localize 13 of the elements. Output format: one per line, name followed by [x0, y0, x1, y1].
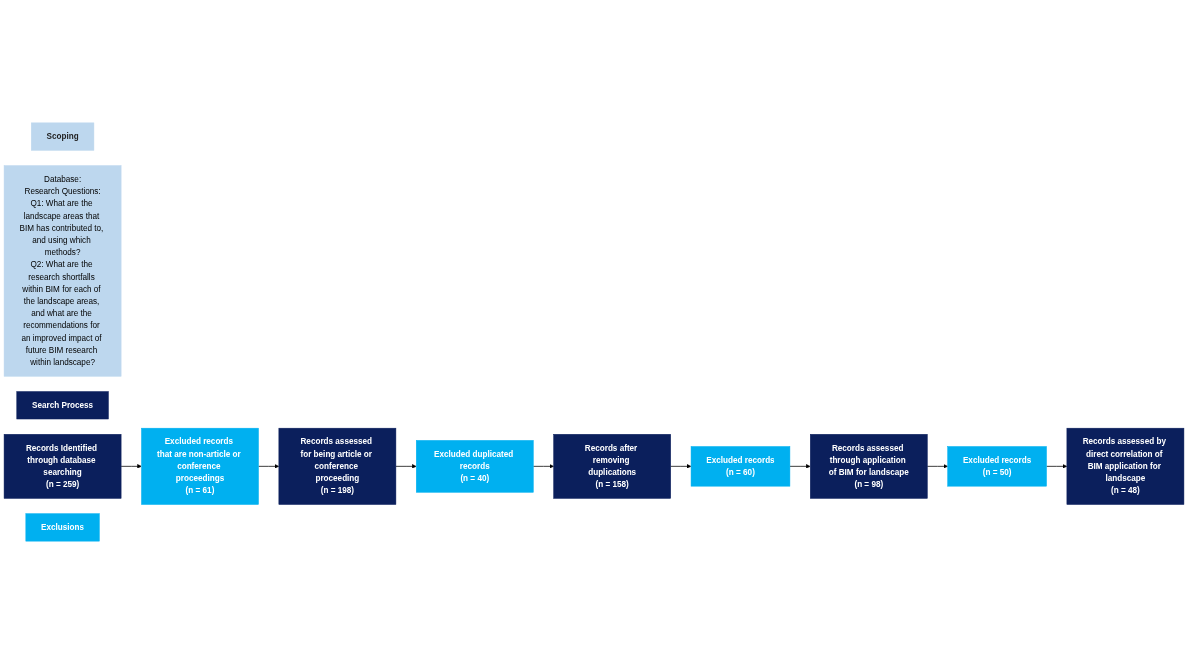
node-box: Records Identified through database searching (n = 259) [3, 434, 122, 499]
node-box: Records assessed through application of BIM for landscape (n = 98) [810, 434, 928, 499]
node-box: Excluded records (n = 50) [947, 446, 1047, 487]
node-box: Records assessed by direct correlation of BIM application for landscape (n = 48) [1066, 427, 1185, 505]
node-box: Records after removing duplications (n = 158) [553, 434, 671, 499]
node-box: Excluded records (n = 60) [690, 446, 791, 487]
node-box: Database: Research Questions: Q1: What are the landscape areas that BIM has contributed to, and using which methods? Q2: What are the research shortfalls within BIM for each of the landscape areas, and what are the recommendations for an improved impact of future BIM research within landscape? [3, 165, 122, 377]
node-box: Search Process [16, 391, 109, 420]
node-box: Excluded records that are non-article or conference proceedings (n = 61) [141, 427, 259, 505]
node-box: Exclusions [25, 513, 100, 542]
node-box: Excluded duplicated records (n = 40) [416, 440, 534, 493]
node-box: Scoping [31, 122, 95, 151]
node-box: Records assessed for being article or conference proceeding (n = 198) [278, 427, 397, 505]
